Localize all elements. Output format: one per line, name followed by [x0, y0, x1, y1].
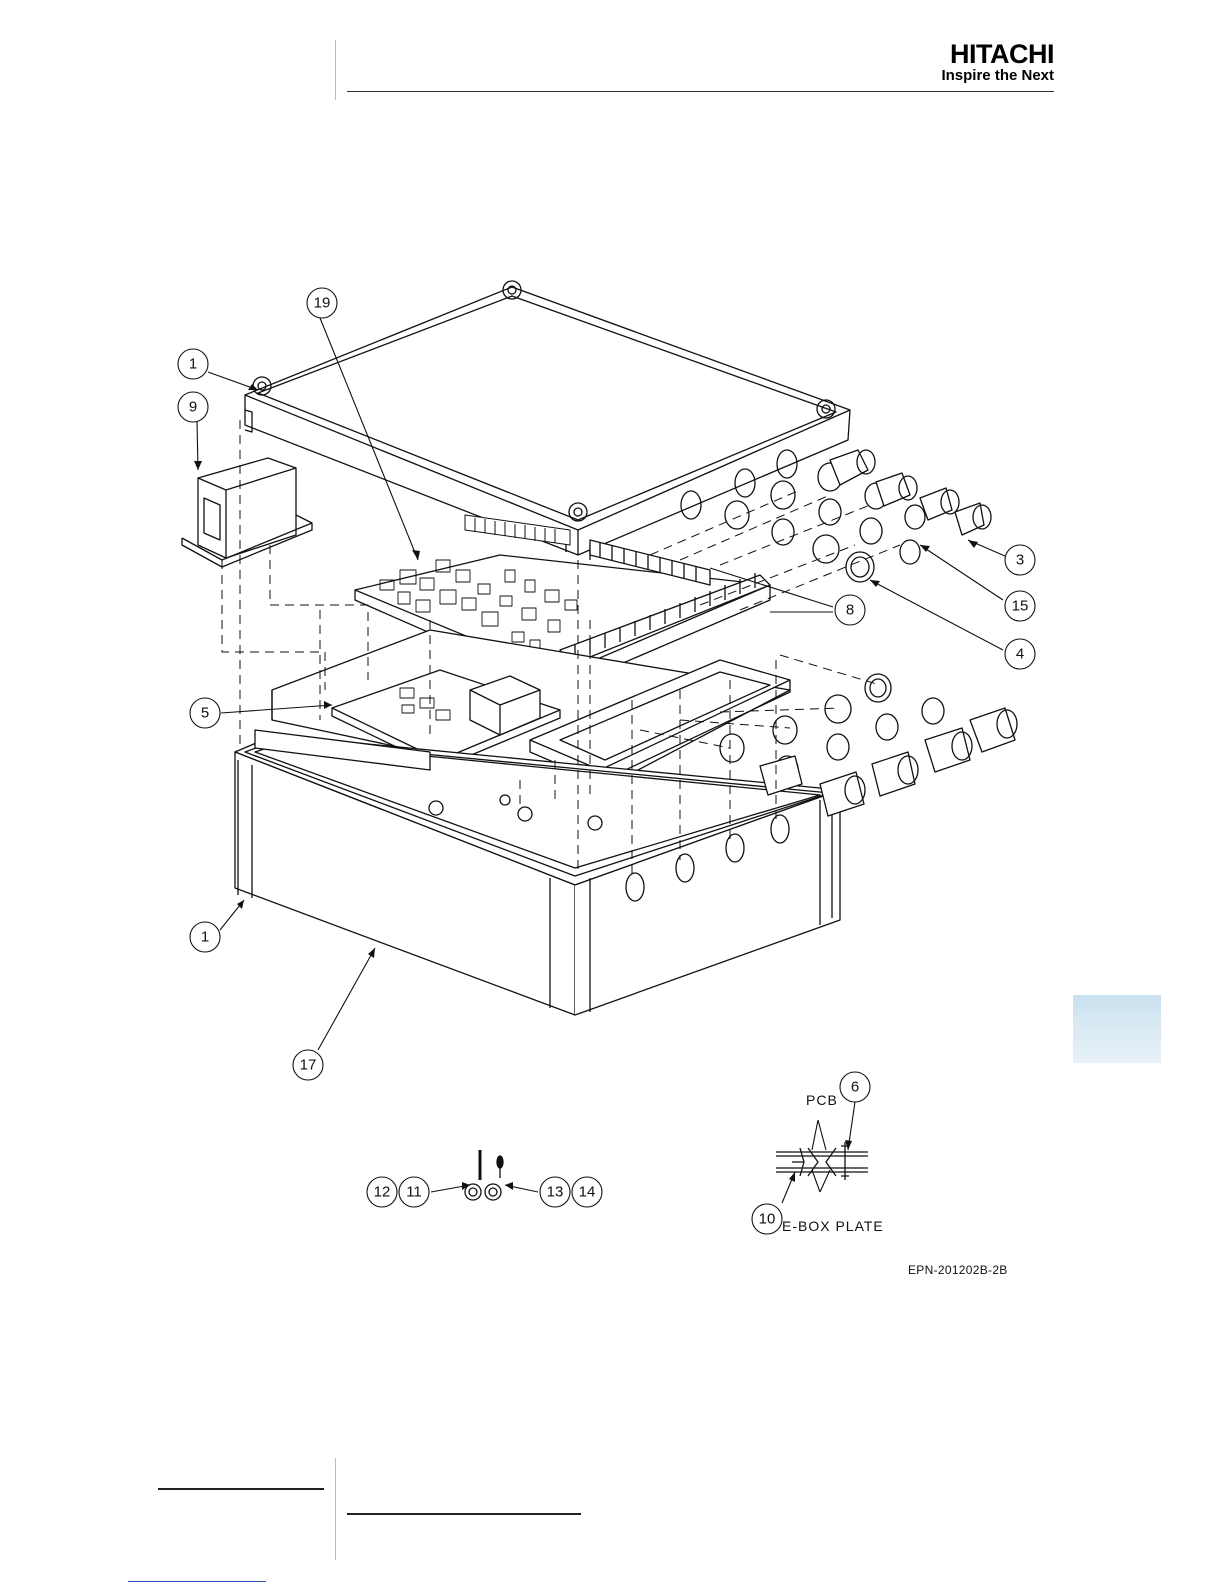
- label-ebox-plate: E-BOX PLATE: [782, 1218, 884, 1234]
- box-lid: [245, 281, 850, 560]
- callout-12: 12: [374, 1184, 391, 1201]
- callout-15: 15: [1012, 598, 1029, 615]
- pcb-spacer-detail: [776, 1142, 868, 1180]
- callout-4: 4: [1016, 646, 1024, 663]
- callout-8: 8: [846, 602, 854, 619]
- section-tab: [1073, 995, 1161, 1063]
- callout-3: 3: [1016, 552, 1024, 569]
- transformer: [182, 458, 312, 567]
- footer-link-underline[interactable]: [128, 1581, 266, 1582]
- callout-10: 10: [759, 1211, 776, 1228]
- callout-17: 17: [300, 1057, 317, 1074]
- detail-labels: PCB E-BOX PLATE: [782, 1092, 884, 1234]
- label-pcb: PCB: [806, 1092, 838, 1108]
- callout-14: 14: [579, 1184, 596, 1201]
- callout-9: 9: [189, 399, 197, 416]
- base-box: [235, 730, 840, 1015]
- callout-5: 5: [201, 705, 209, 722]
- wire-clip-detail: [465, 1150, 503, 1200]
- footer-right-rule: [347, 1513, 581, 1515]
- callout-1-top: 1: [189, 356, 197, 373]
- callout-1-bottom: 1: [201, 929, 209, 946]
- footer-vertical-rule: [335, 1458, 336, 1560]
- callout-11: 11: [406, 1184, 422, 1201]
- footer-left-rule: [158, 1488, 324, 1490]
- callout-13: 13: [547, 1184, 564, 1201]
- drawing-reference: EPN-201202B-2B: [908, 1263, 1008, 1277]
- callout-19: 19: [314, 295, 331, 312]
- callout-6: 6: [851, 1079, 859, 1096]
